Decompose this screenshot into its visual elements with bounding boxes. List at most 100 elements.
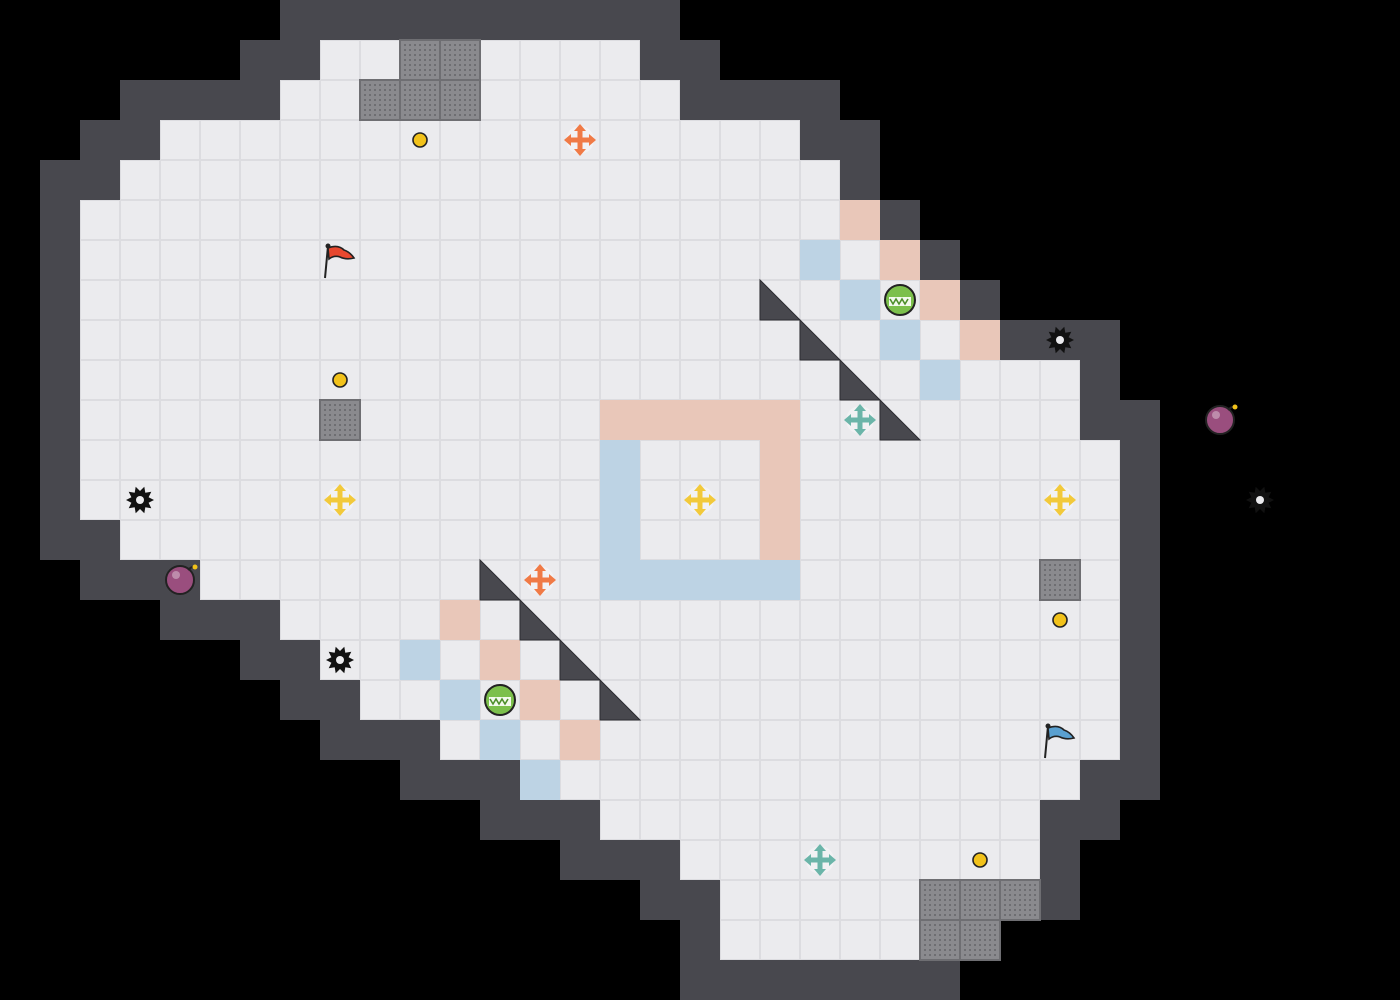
floor-tile[interactable] <box>200 400 240 440</box>
floor-tile[interactable] <box>400 360 440 400</box>
floor-tile[interactable] <box>640 640 680 680</box>
floor-tile[interactable] <box>640 320 680 360</box>
floor-tile[interactable] <box>480 280 520 320</box>
floor-tile[interactable] <box>680 320 720 360</box>
floor-tile[interactable] <box>200 480 240 520</box>
blue-team-tile[interactable] <box>840 280 880 320</box>
floor-tile[interactable] <box>1000 600 1040 640</box>
floor-tile[interactable] <box>640 760 680 800</box>
floor-tile[interactable] <box>720 680 760 720</box>
floor-tile[interactable] <box>320 280 360 320</box>
floor-tile[interactable] <box>560 600 600 640</box>
floor-tile[interactable] <box>160 240 200 280</box>
floor-tile[interactable] <box>1000 560 1040 600</box>
floor-tile[interactable] <box>280 120 320 160</box>
floor-tile[interactable] <box>640 440 680 480</box>
floor-tile[interactable] <box>720 120 760 160</box>
floor-tile[interactable] <box>680 120 720 160</box>
floor-tile[interactable] <box>200 320 240 360</box>
floor-tile[interactable] <box>760 760 800 800</box>
floor-tile[interactable] <box>760 360 800 400</box>
floor-tile[interactable] <box>760 120 800 160</box>
floor-tile[interactable] <box>360 640 400 680</box>
floor-tile[interactable] <box>360 560 400 600</box>
floor-tile[interactable] <box>920 800 960 840</box>
floor-tile[interactable] <box>360 600 400 640</box>
floor-tile[interactable] <box>760 680 800 720</box>
bomb-icon[interactable] <box>165 564 198 595</box>
floor-tile[interactable] <box>760 840 800 880</box>
floor-tile[interactable] <box>200 240 240 280</box>
floor-tile[interactable] <box>1000 840 1040 880</box>
floor-tile[interactable] <box>600 720 640 760</box>
floor-tile[interactable] <box>280 600 320 640</box>
floor-tile[interactable] <box>160 520 200 560</box>
floor-tile[interactable] <box>760 600 800 640</box>
floor-tile[interactable] <box>520 80 560 120</box>
floor-tile[interactable] <box>760 800 800 840</box>
floor-tile[interactable] <box>400 600 440 640</box>
floor-tile[interactable] <box>1040 440 1080 480</box>
red-team-tile[interactable] <box>880 240 920 280</box>
floor-tile[interactable] <box>360 360 400 400</box>
floor-tile[interactable] <box>680 640 720 680</box>
floor-tile[interactable] <box>400 680 440 720</box>
floor-tile[interactable] <box>360 40 400 80</box>
floor-tile[interactable] <box>1000 480 1040 520</box>
spike-icon[interactable] <box>1246 486 1274 514</box>
floor-tile[interactable] <box>560 760 600 800</box>
floor-tile[interactable] <box>360 520 400 560</box>
floor-tile[interactable] <box>720 160 760 200</box>
floor-tile[interactable] <box>80 240 120 280</box>
red-team-tile[interactable] <box>720 400 760 440</box>
floor-tile[interactable] <box>280 560 320 600</box>
floor-tile[interactable] <box>960 400 1000 440</box>
floor-tile[interactable] <box>240 120 280 160</box>
floor-tile[interactable] <box>200 280 240 320</box>
floor-tile[interactable] <box>760 720 800 760</box>
grate-tile[interactable] <box>999 879 1041 921</box>
floor-tile[interactable] <box>720 480 760 520</box>
floor-tile[interactable] <box>600 200 640 240</box>
blue-team-tile[interactable] <box>600 480 640 520</box>
floor-tile[interactable] <box>320 80 360 120</box>
floor-tile[interactable] <box>200 440 240 480</box>
grate-tile[interactable] <box>1039 559 1081 601</box>
floor-tile[interactable] <box>1080 560 1120 600</box>
floor-tile[interactable] <box>800 800 840 840</box>
floor-tile[interactable] <box>120 160 160 200</box>
floor-tile[interactable] <box>760 920 800 960</box>
floor-tile[interactable] <box>760 320 800 360</box>
floor-tile[interactable] <box>320 520 360 560</box>
floor-tile[interactable] <box>440 640 480 680</box>
floor-tile[interactable] <box>80 200 120 240</box>
floor-tile[interactable] <box>720 360 760 400</box>
floor-tile[interactable] <box>200 560 240 600</box>
floor-tile[interactable] <box>840 640 880 680</box>
floor-tile[interactable] <box>240 240 280 280</box>
floor-tile[interactable] <box>600 160 640 200</box>
floor-tile[interactable] <box>400 560 440 600</box>
floor-tile[interactable] <box>960 360 1000 400</box>
floor-tile[interactable] <box>1080 720 1120 760</box>
floor-tile[interactable] <box>520 120 560 160</box>
floor-tile[interactable] <box>920 440 960 480</box>
floor-tile[interactable] <box>440 240 480 280</box>
floor-tile[interactable] <box>520 360 560 400</box>
floor-tile[interactable] <box>400 520 440 560</box>
floor-tile[interactable] <box>120 320 160 360</box>
floor-tile[interactable] <box>520 520 560 560</box>
floor-tile[interactable] <box>240 360 280 400</box>
grate-tile[interactable] <box>399 39 441 81</box>
floor-tile[interactable] <box>960 560 1000 600</box>
floor-tile[interactable] <box>800 640 840 680</box>
floor-tile[interactable] <box>160 120 200 160</box>
floor-tile[interactable] <box>600 320 640 360</box>
bomb-icon[interactable] <box>1205 404 1238 435</box>
floor-tile[interactable] <box>1000 640 1040 680</box>
floor-tile[interactable] <box>480 520 520 560</box>
floor-tile[interactable] <box>400 400 440 440</box>
floor-tile[interactable] <box>520 280 560 320</box>
floor-tile[interactable] <box>720 440 760 480</box>
floor-tile[interactable] <box>120 360 160 400</box>
